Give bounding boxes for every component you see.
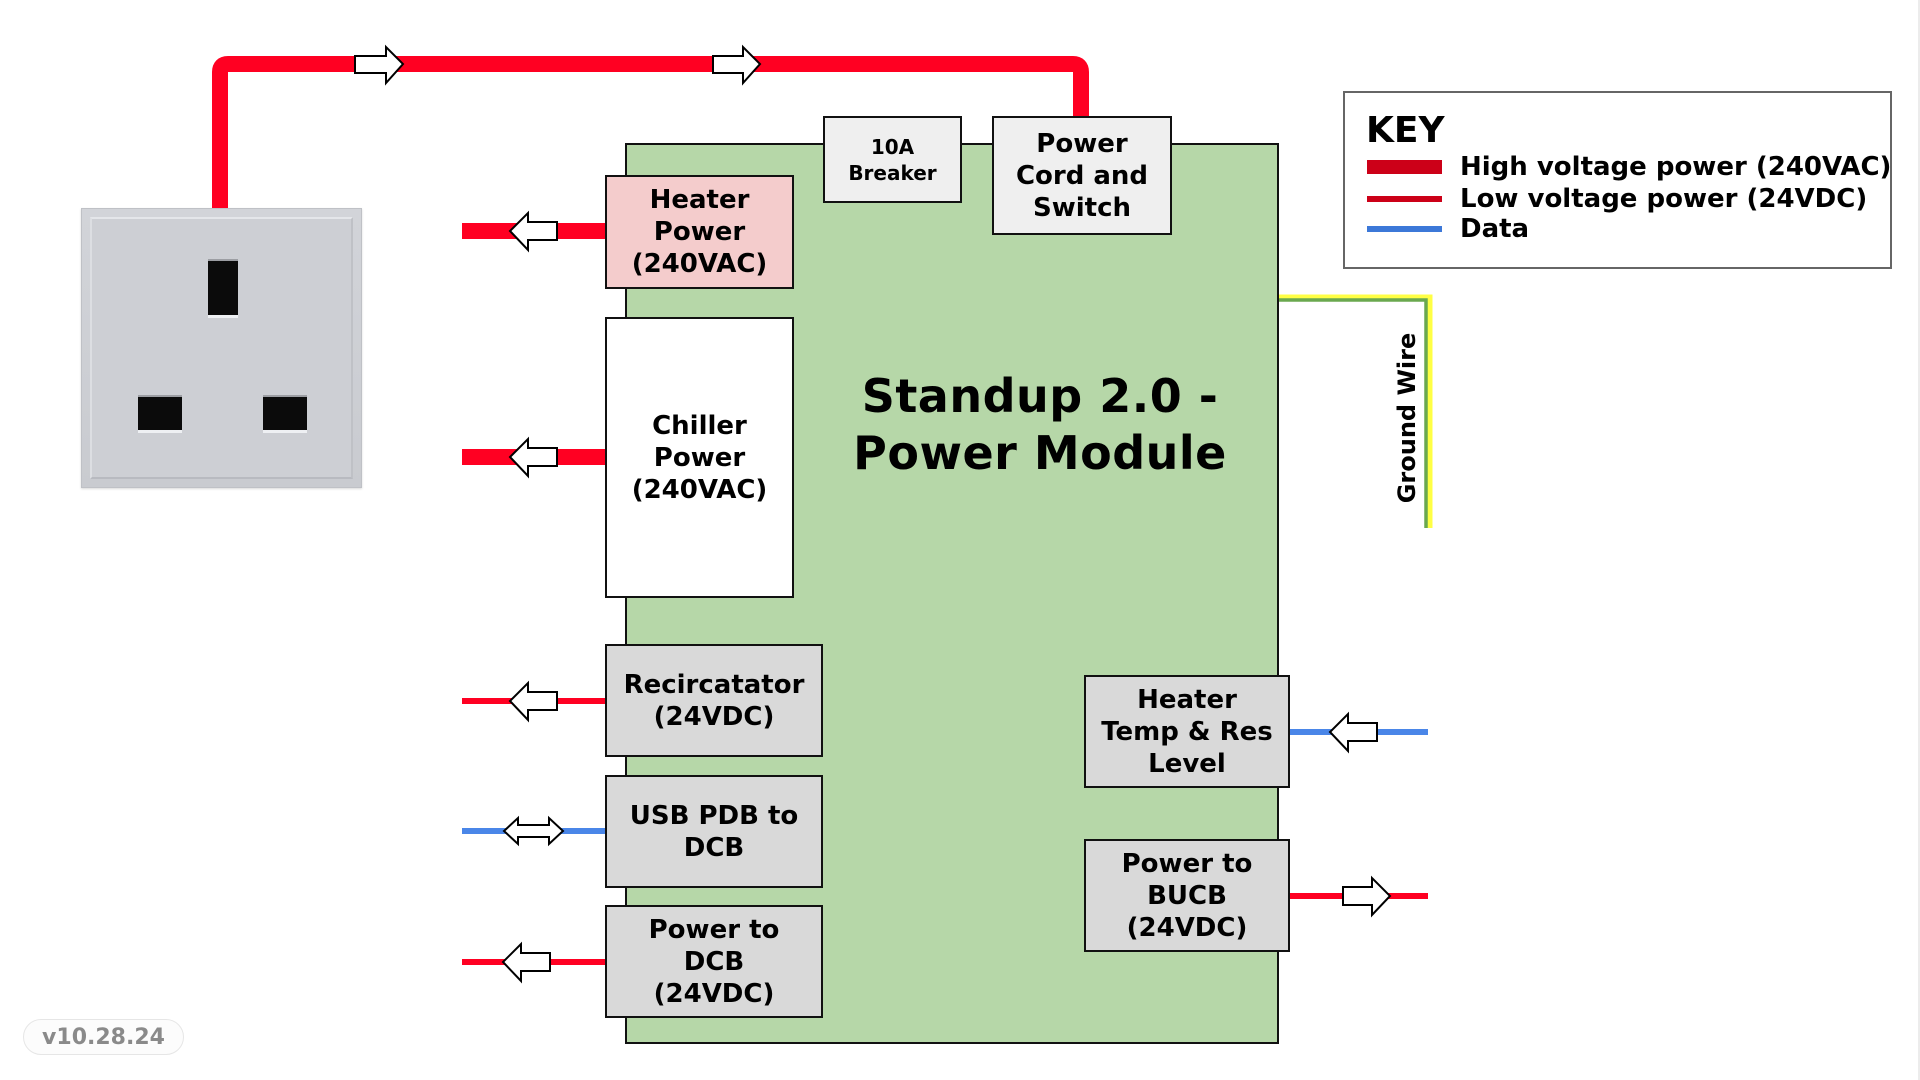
recirculator-label: Recircatator (24VDC) — [623, 669, 805, 732]
power-cord-switch-label: Power Cord and Switch — [1015, 128, 1149, 223]
chiller-power-box[interactable]: Chiller Power (240VAC) — [605, 317, 794, 598]
power-bucb-box[interactable]: Power to BUCB (24VDC) — [1084, 839, 1290, 952]
outlet-earth-slot — [208, 259, 238, 318]
module-title-line-1: Standup 2.0 - — [861, 369, 1219, 423]
module-title: Standup 2.0 - Power Module — [800, 368, 1280, 482]
legend-item-high-voltage: High voltage power (240VAC) — [1367, 152, 1891, 182]
legend-label-data: Data — [1460, 214, 1530, 244]
legend-label-low-voltage: Low voltage power (24VDC) — [1460, 184, 1868, 214]
chiller-power-label: Chiller Power (240VAC) — [631, 410, 768, 505]
power-dcb-label: Power to DCB (24VDC) — [648, 914, 780, 1009]
module-title-line-2: Power Module — [853, 426, 1227, 480]
power-bucb-label: Power to BUCB (24VDC) — [1121, 848, 1253, 943]
legend-item-data: Data — [1367, 214, 1529, 244]
heater-power-label: Heater Power (240VAC) — [631, 185, 768, 279]
outlet-faceplate — [90, 217, 353, 479]
legend-item-low-voltage: Low voltage power (24VDC) — [1367, 184, 1867, 214]
usb-pdb-box[interactable]: USB PDB to DCB — [605, 775, 823, 888]
breaker-box[interactable]: 10A Breaker — [823, 116, 962, 203]
heater-power-box[interactable]: Heater Power (240VAC) — [605, 175, 794, 289]
heater-temp-label: Heater Temp & Res Level — [1101, 684, 1273, 779]
power-cord-switch-box[interactable]: Power Cord and Switch — [992, 116, 1172, 235]
page-edge — [1918, 0, 1920, 1080]
outlet-live-slot — [263, 395, 307, 433]
recirculator-box[interactable]: Recircatator (24VDC) — [605, 644, 823, 757]
legend-title: KEY — [1366, 110, 1445, 151]
outlet-neutral-slot — [138, 395, 182, 433]
legend-swatch-data — [1367, 226, 1442, 232]
legend-swatch-low-voltage — [1367, 196, 1442, 202]
usb-pdb-label: USB PDB to DCB — [629, 800, 799, 863]
breaker-label: 10A Breaker — [848, 134, 937, 185]
heater-temp-box[interactable]: Heater Temp & Res Level — [1084, 675, 1290, 788]
power-dcb-box[interactable]: Power to DCB (24VDC) — [605, 905, 823, 1018]
legend: KEY High voltage power (240VAC) Low volt… — [1343, 91, 1892, 269]
version-badge: v10.28.24 — [23, 1019, 184, 1055]
ground-wire[interactable] — [1279, 298, 1428, 528]
power-outlet-icon — [81, 208, 362, 488]
legend-swatch-high-voltage — [1367, 160, 1442, 174]
legend-label-high-voltage: High voltage power (240VAC) — [1460, 152, 1892, 182]
ground-wire-label: Ground Wire — [1393, 332, 1421, 504]
wire-mains-feed[interactable] — [212, 56, 1089, 208]
